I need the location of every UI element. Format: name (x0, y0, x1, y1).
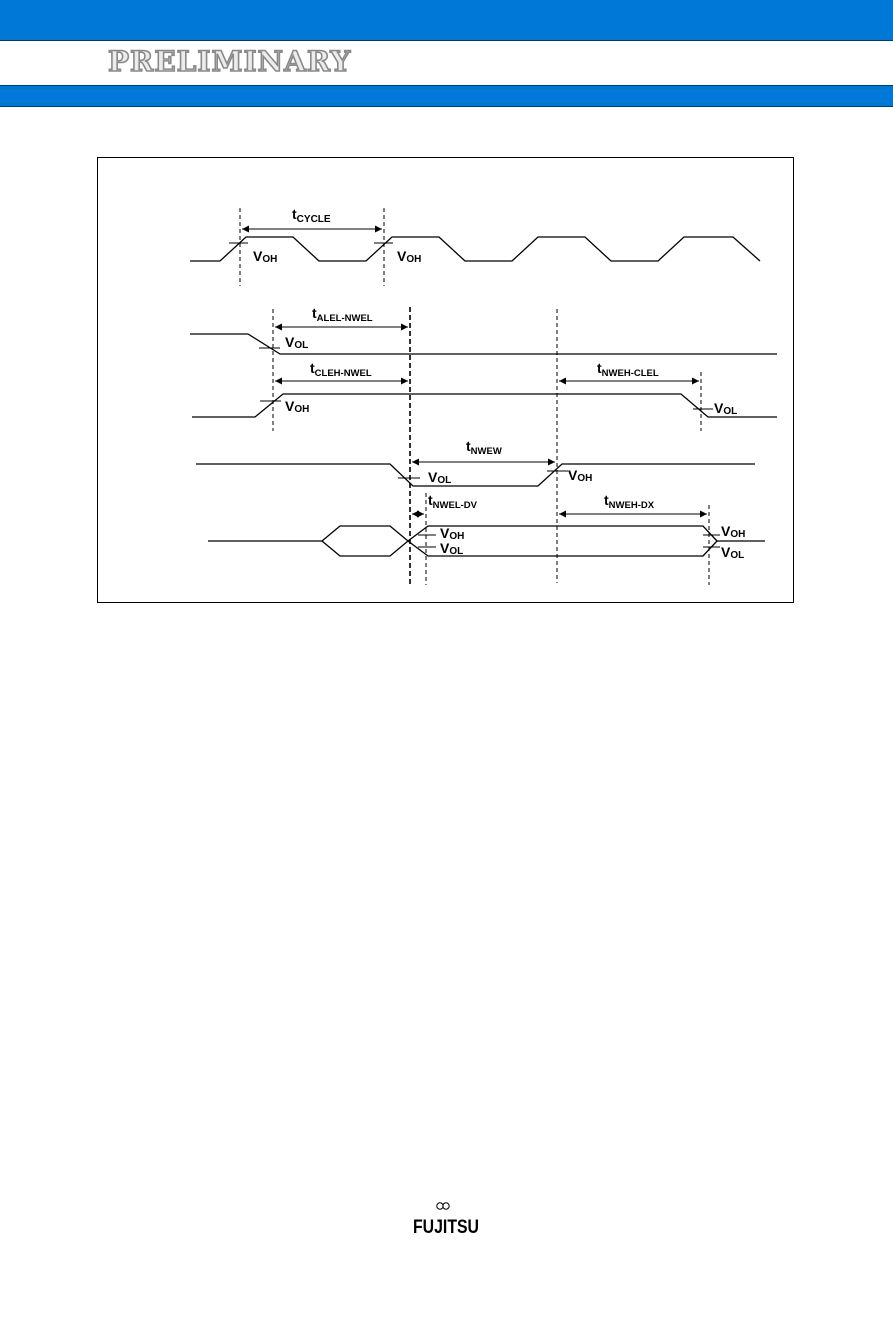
t-nwew-label: tNWEW (466, 438, 502, 457)
t-cycle-label: tCYCLE (292, 206, 331, 225)
voh-label: VOH (285, 398, 309, 415)
t-alel-nwel-label: tALEL-NWEL (312, 305, 373, 324)
ale-waveform (190, 333, 777, 355)
preliminary-watermark: PRELIMINARY (107, 44, 352, 79)
t-nweh-clel-label: tNWEH-CLEL (597, 360, 659, 379)
vol-label: VOL (714, 400, 737, 417)
nwe-waveform (196, 463, 755, 487)
cle-waveform (192, 393, 777, 418)
data-bus-upper-line (407, 525, 718, 542)
fujitsu-logo-text: FUJITSU (413, 1217, 479, 1238)
data-bus-eye-early (320, 525, 410, 557)
clock-waveform (190, 236, 761, 262)
timing-diagram-frame (97, 157, 794, 603)
data-bus-lower-line (407, 540, 718, 557)
vol-label: VOL (721, 544, 744, 561)
voh-label: VOH (721, 523, 745, 540)
vol-label: VOL (285, 334, 308, 351)
t-cleh-nwel-label: tCLEH-NWEL (310, 360, 372, 379)
t-nwel-dv-label: tNWEL-DV (428, 492, 478, 511)
t-nweh-dx-label: tNWEH-DX (604, 492, 655, 511)
voh-label: VOH (440, 525, 464, 542)
voh-label: VOH (253, 248, 277, 265)
fujitsu-logo: FUJITSU (413, 1202, 479, 1238)
voh-label: VOH (397, 248, 421, 265)
header-rule (0, 40, 893, 41)
vol-label: VOL (440, 540, 463, 557)
vol-label: VOL (428, 469, 451, 486)
header-bottom-band (0, 85, 893, 107)
voh-label: VOH (568, 467, 592, 484)
